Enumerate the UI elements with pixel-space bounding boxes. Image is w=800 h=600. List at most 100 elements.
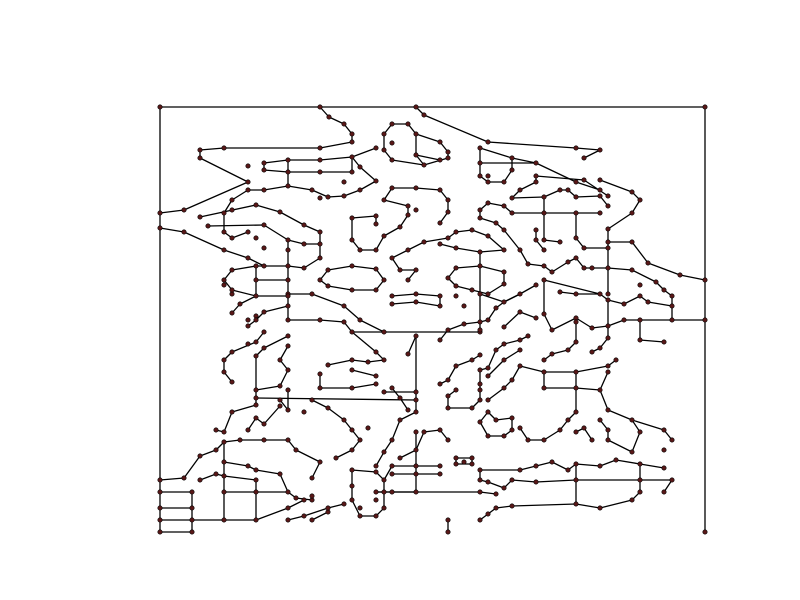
graph-edge — [535, 461, 553, 467]
graph-edge — [575, 365, 609, 373]
graph-node — [405, 203, 411, 209]
graph-node — [469, 405, 475, 411]
graph-edge — [311, 189, 329, 198]
graph-node — [253, 387, 259, 393]
graph-edge — [391, 249, 409, 259]
graph-node — [669, 293, 675, 299]
graph-node — [453, 283, 459, 289]
graph-edge — [479, 421, 489, 437]
graph-node — [485, 139, 491, 145]
graph-node — [221, 439, 227, 445]
graph-node — [669, 477, 675, 483]
graph-node — [341, 319, 347, 325]
graph-edge — [447, 323, 465, 331]
graph-node — [253, 339, 259, 345]
graph-edge — [183, 231, 225, 251]
graph-edge — [207, 224, 265, 227]
graph-node — [389, 385, 395, 391]
graph-edge — [575, 387, 601, 391]
graph-node — [253, 395, 259, 401]
graph-node — [221, 247, 227, 253]
graph-node — [373, 178, 379, 184]
graph-node — [381, 449, 387, 455]
graph-edge — [287, 499, 305, 509]
graph-edge — [383, 226, 401, 237]
graph-node — [597, 147, 603, 153]
graph-node — [277, 397, 283, 403]
graph-node — [221, 229, 227, 235]
graph-edge — [543, 429, 561, 441]
graph-edge — [199, 449, 217, 457]
graph-edge — [479, 293, 505, 303]
graph-node — [229, 235, 235, 241]
graph-edge — [351, 369, 377, 377]
graph-node — [373, 513, 379, 519]
graph-edge — [415, 154, 441, 161]
graph-edge — [495, 505, 513, 509]
graph-node — [437, 293, 443, 299]
graph-node — [573, 179, 579, 185]
graph-edge — [543, 239, 561, 243]
graph-edge — [279, 369, 289, 387]
graph-node — [469, 357, 475, 363]
graph-edge — [455, 247, 481, 253]
graph-edge — [399, 449, 417, 459]
graph-node — [637, 477, 643, 483]
graph-node — [285, 489, 291, 495]
graph-node — [413, 207, 419, 213]
graph-node — [501, 281, 507, 287]
graph-node — [349, 329, 355, 335]
graph-node — [445, 529, 451, 535]
graph-node — [197, 453, 203, 459]
graph-node — [557, 427, 563, 433]
graph-node — [221, 459, 227, 465]
graph-node — [357, 505, 363, 511]
graph-node — [389, 121, 395, 127]
graph-edge — [327, 285, 353, 291]
graph-node — [445, 437, 451, 443]
graph-node — [533, 479, 539, 485]
graph-node — [493, 305, 499, 311]
graph-node — [437, 427, 443, 433]
graph-node — [477, 517, 483, 523]
graph-node — [405, 247, 411, 253]
graph-node — [549, 327, 555, 333]
graph-node — [477, 381, 483, 387]
graph-node — [413, 397, 419, 403]
graph-edge — [487, 387, 505, 401]
graph-node — [629, 210, 635, 216]
graph-node — [573, 385, 579, 391]
graph-node — [581, 155, 587, 161]
graph-node — [373, 287, 379, 293]
graph-node — [517, 425, 523, 431]
graph-node — [565, 347, 571, 353]
graph-edge — [519, 284, 537, 295]
graph-node — [477, 352, 483, 358]
graph-node — [261, 187, 267, 193]
graph-node — [197, 155, 203, 161]
graph-node — [477, 145, 483, 151]
graph-edge — [511, 479, 537, 483]
graph-node — [501, 485, 507, 491]
graph-edge — [407, 241, 425, 251]
graph-edge — [319, 319, 345, 323]
graph-node — [333, 455, 339, 461]
graph-edge — [647, 262, 681, 276]
graph-node — [702, 277, 708, 283]
graph-edge — [479, 147, 513, 159]
graph-node — [413, 409, 419, 415]
graph-edge — [183, 455, 201, 479]
graph-node — [485, 173, 491, 179]
graph-node — [413, 463, 419, 469]
graph-node — [157, 489, 163, 495]
graph-edge — [543, 189, 561, 198]
graph-edge — [223, 249, 249, 259]
graph-node — [253, 293, 259, 299]
graph-node — [261, 345, 267, 351]
graph-node — [605, 369, 611, 375]
graph-node — [349, 237, 355, 243]
graph-edge — [351, 147, 377, 158]
graph-node — [285, 505, 291, 511]
graph-node — [397, 417, 403, 423]
graph-node — [261, 309, 267, 315]
